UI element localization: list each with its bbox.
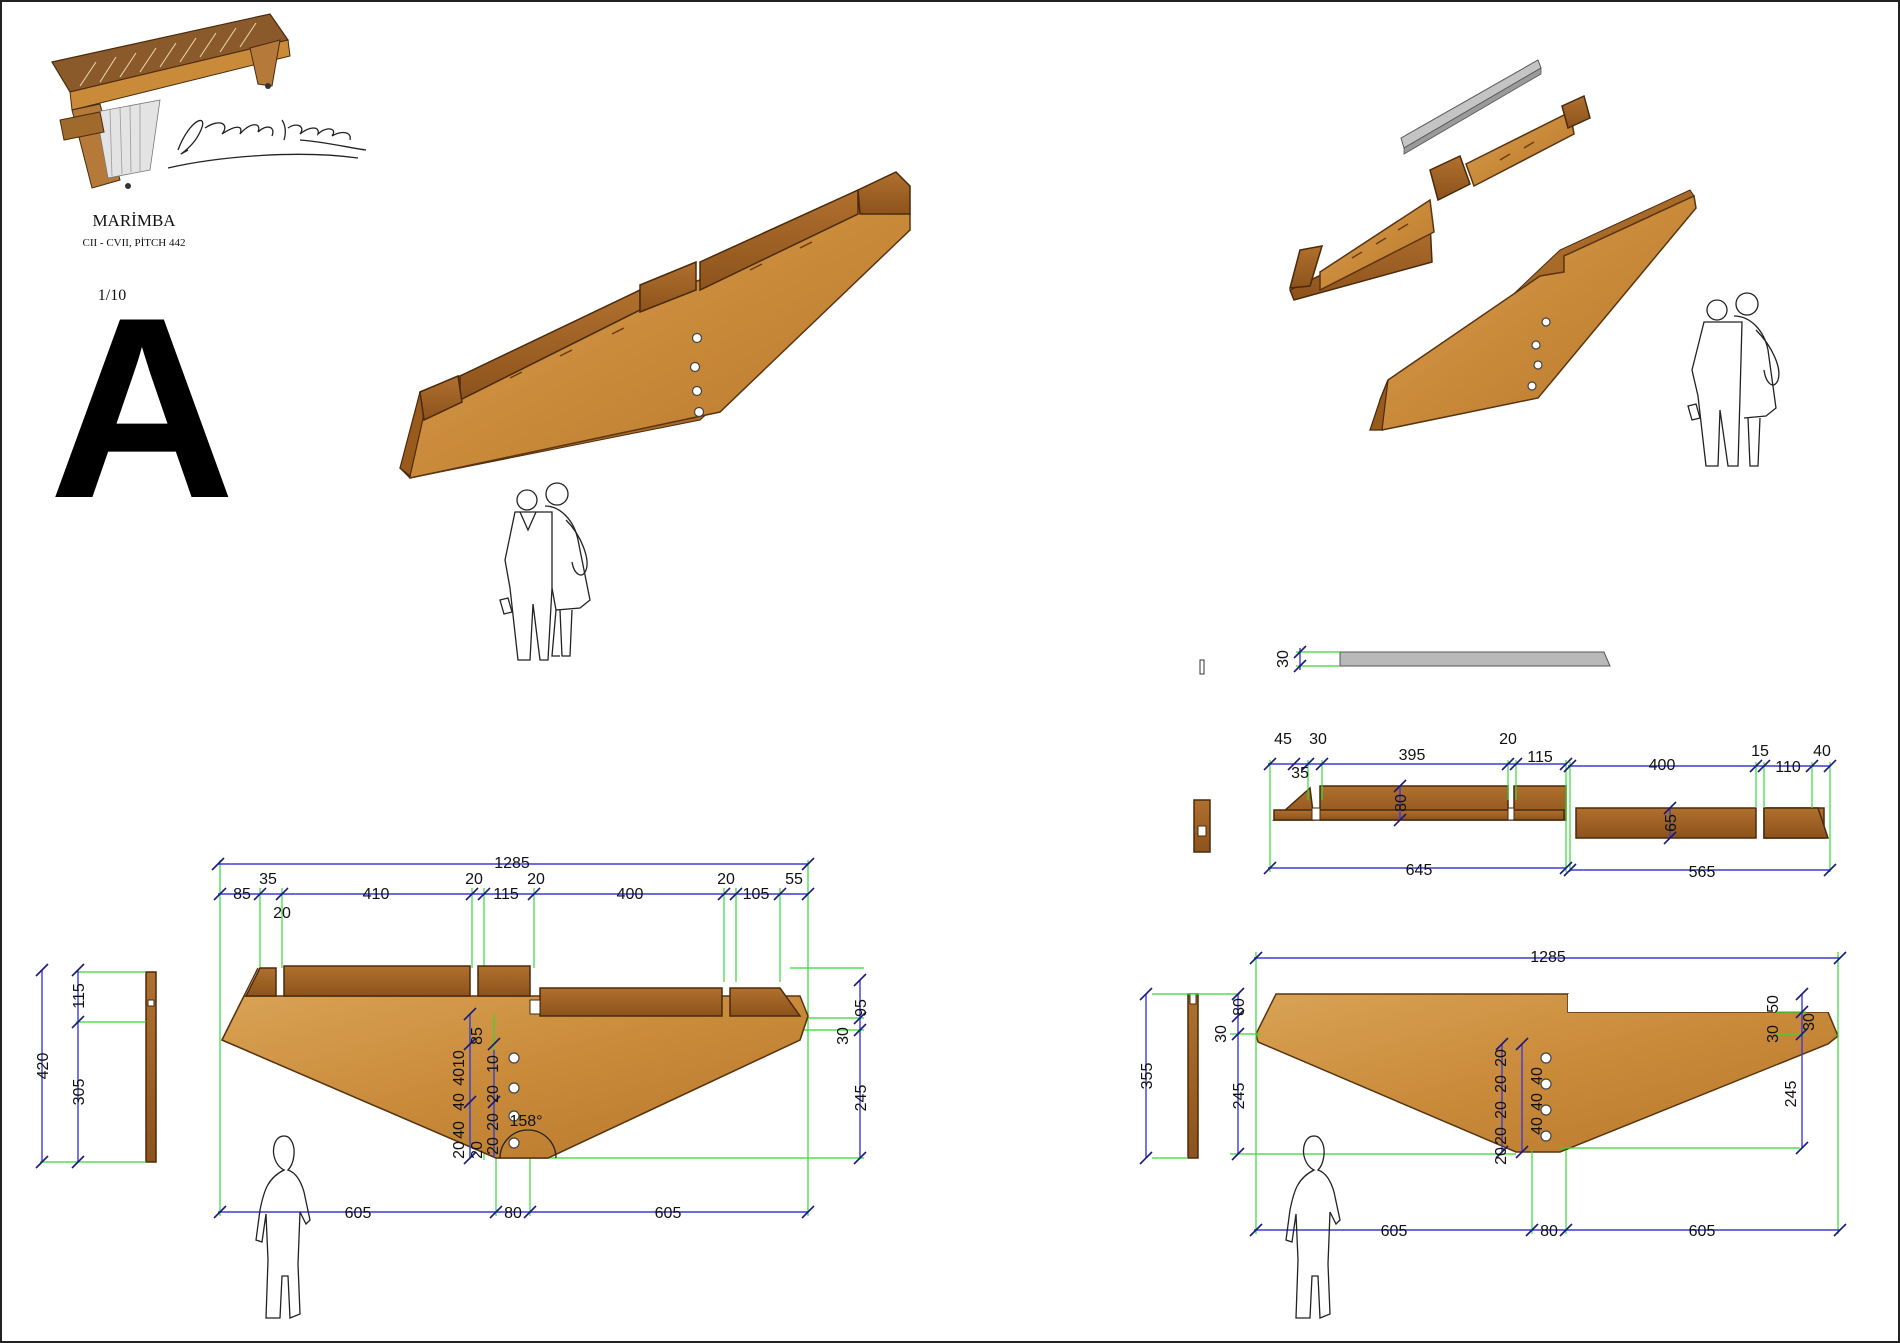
panel-left-355: 355: [1139, 1063, 1156, 1090]
front-seg-35: 35: [259, 871, 277, 888]
front-seg-410: 410: [363, 886, 390, 903]
panel-center-20e: 20: [1493, 1147, 1510, 1165]
panel-right-30a: 30: [1765, 1025, 1782, 1043]
front-right-95: 95: [853, 999, 870, 1017]
angle-label: 158°: [509, 1113, 542, 1130]
rail-seg-20: 20: [1499, 731, 1517, 748]
rail-left-height: 80: [1393, 794, 1410, 812]
rail-seg-115: 115: [1527, 749, 1553, 766]
frame-perspective-exploded: [1288, 59, 1697, 431]
panel-right-50: 50: [1765, 995, 1782, 1013]
panel-right-245: 245: [1783, 1081, 1800, 1108]
panel-center-20a: 20: [1493, 1049, 1510, 1067]
front-seg-20a: 20: [273, 905, 291, 922]
front-center-20a: 20: [485, 1085, 502, 1103]
rail-seg-45: 45: [1274, 731, 1292, 748]
side-lower-dim: 305: [71, 1079, 88, 1106]
rail-seg-40: 40: [1813, 743, 1831, 760]
people-sketch-right: [1687, 292, 1780, 467]
front-center-40b: 40: [451, 1121, 468, 1139]
front-overall-dim: 1285: [494, 855, 530, 872]
panel-view: 1285 605 80 605 355 80 30 245 50 30 30 2…: [1139, 949, 1847, 1240]
marimba-thumbnail: [51, 13, 291, 189]
front-view: 158° 1285 85 35 20 410 20 115 20 400 20 …: [211, 855, 870, 1222]
front-center-10: 10: [485, 1055, 502, 1073]
panel-overall-dim: 1285: [1530, 949, 1566, 966]
front-center-85: 85: [469, 1027, 486, 1045]
front-seg-115: 115: [493, 886, 519, 903]
rail-left-total: 645: [1406, 862, 1433, 879]
rail-seg-30: 30: [1309, 731, 1327, 748]
front-bottom-80: 80: [504, 1205, 522, 1222]
front-right-30: 30: [835, 1027, 852, 1045]
panel-center-40c: 40: [1529, 1117, 1546, 1135]
panel-center-20c: 20: [1493, 1101, 1510, 1119]
front-center-20d: 20: [451, 1141, 468, 1159]
front-seg-20d: 20: [717, 871, 735, 888]
front-seg-55: 55: [785, 871, 803, 888]
rail-seg-35: 35: [1291, 765, 1309, 782]
front-bottom-605b: 605: [655, 1205, 682, 1222]
rail-thickness-dim: 30: [1275, 650, 1292, 668]
rail-seg-110: 110: [1775, 759, 1801, 776]
rail-right-height: 65: [1663, 814, 1680, 832]
frame-perspective-assembled: [398, 171, 912, 479]
rail-view: 30 45 30 35: [1193, 645, 1837, 881]
panel-center-40b: 40: [1529, 1093, 1546, 1111]
rail-seg-395: 395: [1399, 747, 1426, 764]
rail-right-total: 565: [1689, 864, 1716, 881]
title-text: MARİMBA: [92, 211, 176, 230]
panel-left-245: 245: [1231, 1083, 1248, 1110]
panel-bottom-80: 80: [1540, 1223, 1558, 1240]
rail-seg-15: 15: [1751, 743, 1769, 760]
panel-center-40a: 40: [1529, 1067, 1546, 1085]
panel-bottom-605a: 605: [1381, 1223, 1408, 1240]
scale-text: 1/10: [98, 287, 126, 304]
sheet-letter: A: [49, 263, 235, 552]
signature: [167, 119, 367, 169]
subtitle-text: CII - CVII, PİTCH 442: [83, 237, 186, 249]
panel-bottom-605b: 605: [1689, 1223, 1716, 1240]
person-outline-left: [255, 1135, 311, 1319]
panel-center-20b: 20: [1493, 1075, 1510, 1093]
person-outline-right: [1285, 1135, 1341, 1319]
front-center-4010: 4010: [451, 1050, 468, 1086]
front-seg-20c: 20: [527, 871, 545, 888]
rail-seg-400: 400: [1649, 757, 1676, 774]
side-total-dim: 420: [35, 1053, 52, 1080]
side-view: 420 115 305: [35, 963, 157, 1169]
front-center-20c: 20: [485, 1137, 502, 1155]
panel-left-30: 30: [1213, 1025, 1230, 1043]
side-upper-dim: 115: [71, 983, 88, 1009]
panel-left-80: 80: [1231, 998, 1248, 1016]
front-seg-400: 400: [617, 886, 644, 903]
front-seg-20b: 20: [465, 871, 483, 888]
front-center-20b: 20: [485, 1113, 502, 1131]
front-bottom-605a: 605: [345, 1205, 372, 1222]
front-center-40a: 40: [451, 1093, 468, 1111]
panel-center-20d: 20: [1493, 1127, 1510, 1145]
panel-right-30b: 30: [1801, 1013, 1818, 1031]
front-right-245: 245: [853, 1085, 870, 1112]
front-seg-85: 85: [233, 886, 251, 903]
people-sketch-left: [499, 482, 591, 661]
front-center-20e: 20: [469, 1141, 486, 1159]
front-seg-105: 105: [743, 886, 770, 903]
